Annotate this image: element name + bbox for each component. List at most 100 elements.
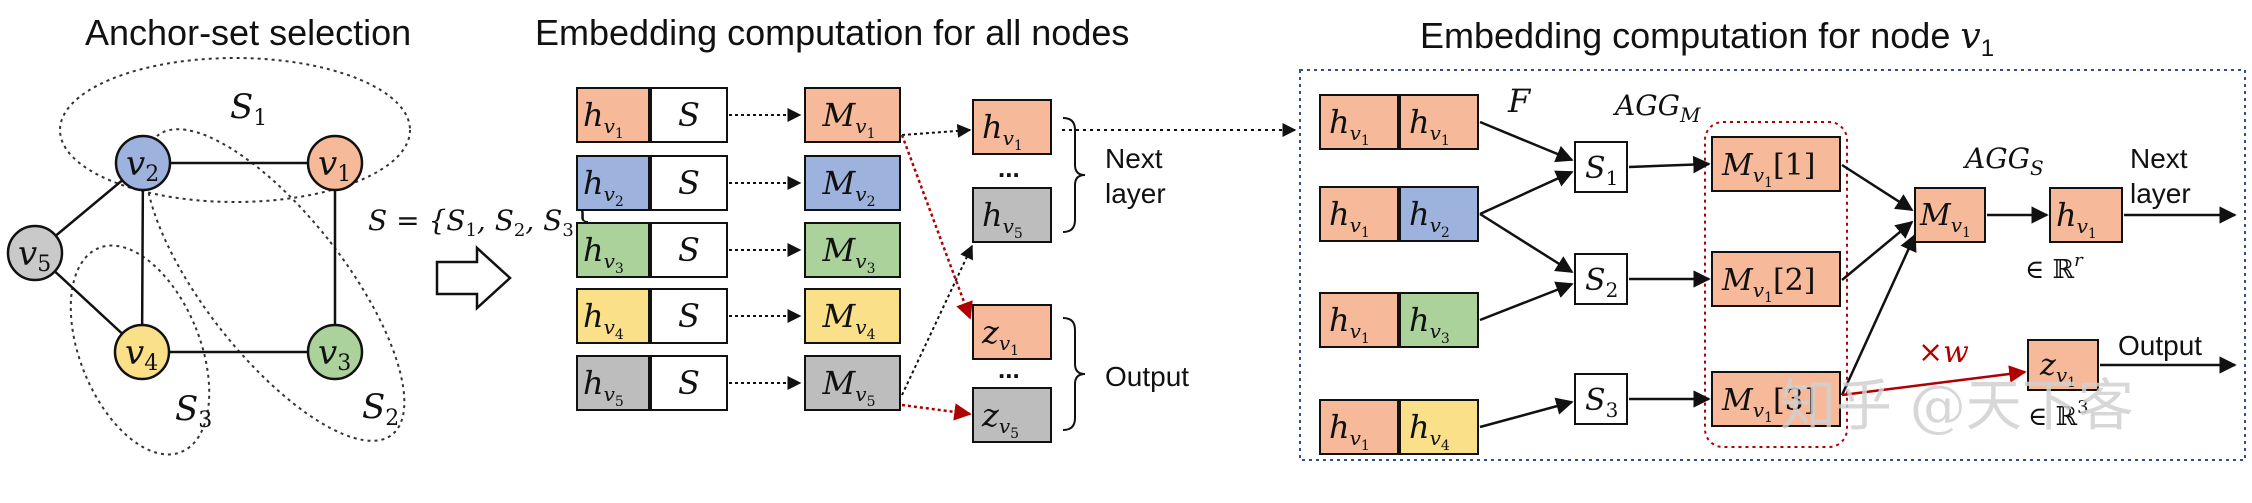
brace-output xyxy=(1062,317,1086,431)
m-v1-2-box: Mv1[2] xyxy=(1711,251,1841,307)
anchor-set-expression: S = {S1, S2, S3} xyxy=(368,204,592,241)
h-v1-box: hv1 xyxy=(1319,399,1399,455)
s1-box: S1 xyxy=(1574,141,1628,193)
svg-text:hv3: hv3 xyxy=(1409,301,1450,347)
agg-s-label: AGGS xyxy=(1962,142,2044,180)
svg-text:Mv1[1]: Mv1[1] xyxy=(1721,148,1815,191)
m-box: Mv1 xyxy=(804,87,901,143)
svg-text:hv1: hv1 xyxy=(1329,408,1370,454)
svg-text:Mv1: Mv1 xyxy=(1919,198,1971,241)
next-layer-label-2: layer xyxy=(2130,178,2191,209)
label-s1: S1 xyxy=(230,87,267,131)
middle-row: hv4 S Mv4 xyxy=(576,288,901,344)
svg-text:v1: v1 xyxy=(318,144,351,187)
svg-text:hv1: hv1 xyxy=(982,108,1023,154)
arrow-m1-agg xyxy=(1841,163,1914,212)
arrow-pair4-s3 xyxy=(1479,397,1574,429)
svg-text:Mv3: Mv3 xyxy=(822,231,876,277)
h-pair: hv1 hv4 xyxy=(1319,399,1479,455)
arrow-m3-agg xyxy=(1840,233,1917,396)
hollow-arrow-icon xyxy=(435,245,512,311)
h-pair: hv1 hv2 xyxy=(1319,186,1479,242)
s-box: S xyxy=(650,222,728,278)
z-v1-box: zv1 xyxy=(2027,339,2099,391)
brace-next-layer xyxy=(1062,117,1086,233)
m-v1-1-box: Mv1[1] xyxy=(1711,136,1841,192)
middle-row: hv5 S Mv5 xyxy=(576,355,901,411)
arrow-m1-h1 xyxy=(901,123,972,138)
svg-text:S: S xyxy=(678,297,700,335)
svg-text:hv1: hv1 xyxy=(1329,195,1370,241)
svg-text:S1: S1 xyxy=(1585,151,1618,190)
h-pair-second-box: hv3 xyxy=(1399,292,1479,348)
svg-text:Mv5: Mv5 xyxy=(822,364,876,410)
f-label: F xyxy=(1507,82,1532,120)
svg-text:Mv1[3]: Mv1[3] xyxy=(1721,383,1815,426)
svg-text:hv2: hv2 xyxy=(583,164,624,210)
node-v5: v5 xyxy=(6,224,64,282)
anchor-graph: v1 v2 v3 v4 v5 S1 S3 S2 S = {S1, S2, S3} xyxy=(6,57,592,456)
output-z-v1-box: zv1 xyxy=(972,304,1052,360)
svg-text:hv1: hv1 xyxy=(2056,196,2097,242)
svg-text:v2: v2 xyxy=(126,144,159,187)
svg-text:S2: S2 xyxy=(1585,263,1618,302)
watermark: 知乎 @天下客 xyxy=(1780,374,2134,439)
h-pair-second-box: hv4 xyxy=(1399,399,1479,455)
svg-text:hv1: hv1 xyxy=(1329,301,1370,347)
svg-text:Mv4: Mv4 xyxy=(822,297,876,343)
real-r-label: ∈ ℝr xyxy=(2025,250,2084,285)
anchor-set-ellipse-s1 xyxy=(59,57,411,203)
node-v1: v1 xyxy=(306,134,364,192)
s-box: S xyxy=(650,288,728,344)
arrow-pair3-s2 xyxy=(1479,281,1574,322)
svg-text:v5: v5 xyxy=(18,234,51,277)
m-box: Mv2 xyxy=(804,155,901,211)
svg-text:zv1: zv1 xyxy=(981,313,1019,359)
h-pair-second-box: hv2 xyxy=(1399,186,1479,242)
svg-text:Mv2: Mv2 xyxy=(822,164,876,210)
svg-text:v3: v3 xyxy=(318,333,351,376)
svg-text:v4: v4 xyxy=(125,333,158,376)
middle-row: hv2 S Mv2 xyxy=(576,155,901,211)
label-s3: S3 xyxy=(175,389,212,433)
next-h-v1-box: hv1 xyxy=(972,99,1052,155)
s-box: S xyxy=(650,155,728,211)
arrow-m1-z1 xyxy=(900,134,973,320)
arrow-s-to-m xyxy=(1628,155,1711,174)
ellipsis: ... xyxy=(998,354,1020,384)
s2-box: S2 xyxy=(1574,253,1628,305)
edge-v2-v4 xyxy=(140,162,145,353)
h-v1-box: hv1 xyxy=(1319,94,1399,150)
anchor-set-ellipse-s2 xyxy=(144,128,406,442)
svg-text:hv4: hv4 xyxy=(583,297,624,343)
svg-text:S: S xyxy=(678,364,700,402)
h-box: hv4 xyxy=(576,288,650,344)
h-v1-next-box: hv1 xyxy=(2049,187,2123,243)
next-h-v5-box: hv5 xyxy=(972,187,1052,243)
anchor-set-ellipse-s3 xyxy=(69,244,211,456)
svg-text:S: S xyxy=(678,231,700,269)
svg-text:hv1: hv1 xyxy=(1329,103,1370,149)
label-s2: S2 xyxy=(362,387,399,431)
m-v1-3-box: Mv1[3] xyxy=(1711,371,1841,427)
arrow-m3-times-w xyxy=(1841,365,2027,397)
arrow-pair2-s1 xyxy=(1479,170,1574,216)
m-v1-box: Mv1 xyxy=(1914,187,1986,243)
h-box: hv1 xyxy=(576,87,650,143)
svg-text:S3: S3 xyxy=(1585,383,1618,422)
node-v4: v4 xyxy=(113,323,171,381)
ellipsis: ... xyxy=(998,153,1020,183)
output-label: Output xyxy=(1105,361,1189,392)
h-box: hv2 xyxy=(576,155,650,211)
svg-text:Mv1[2]: Mv1[2] xyxy=(1721,263,1815,306)
h-box: hv5 xyxy=(576,355,650,411)
svg-text:hv1: hv1 xyxy=(583,96,624,142)
times-w-label: ×w xyxy=(1918,335,1969,370)
m-box: Mv5 xyxy=(804,355,901,411)
h-v1-box: hv1 xyxy=(1319,292,1399,348)
